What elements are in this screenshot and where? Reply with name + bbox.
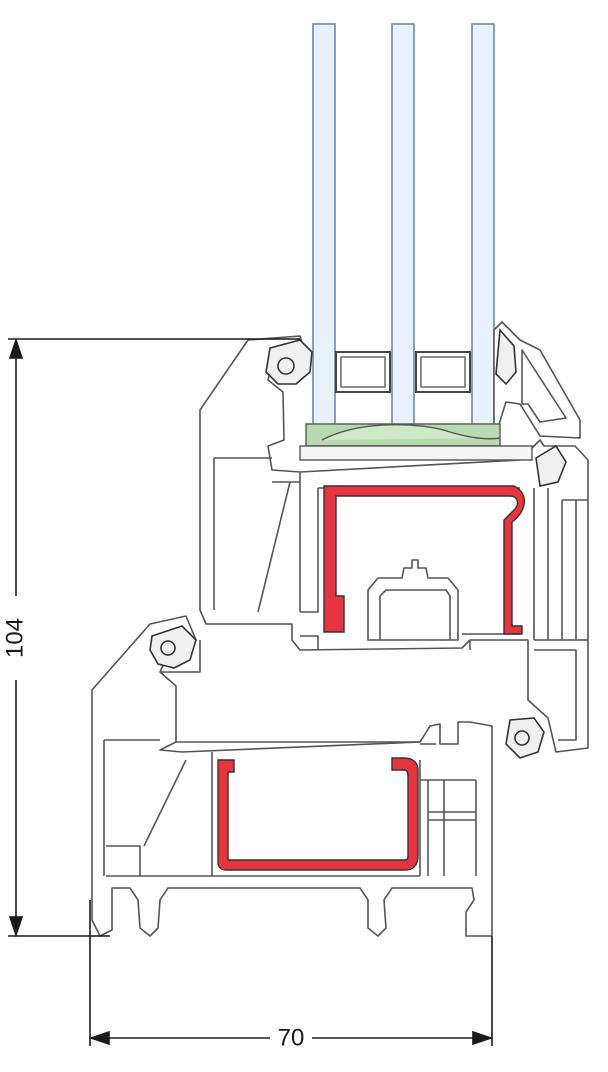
height-arrow-bottom: [8, 916, 24, 938]
width-arrow-right: [472, 1030, 494, 1046]
sash-stop-gasket: [535, 444, 567, 487]
glass-pane-inner: [471, 23, 495, 427]
glazing-seal-curve: [321, 423, 501, 441]
sash-profile: [199, 321, 589, 753]
width-arrow-left: [88, 1030, 110, 1046]
triple-glazing: [312, 23, 495, 427]
spacer-1-inner: [340, 356, 386, 388]
frame-outer-shell: [91, 615, 493, 937]
glass-pane-middle: [391, 23, 415, 427]
sash-gaskets: [265, 328, 567, 487]
frame-center-gasket-bulb: [514, 730, 530, 746]
dimension-height: [8, 337, 300, 938]
steel-reinforcement-sash: [323, 485, 525, 635]
sash-right-chambers: [533, 488, 588, 741]
height-dimension-label: 104: [1, 618, 28, 658]
frame-profile: [91, 615, 493, 937]
glass-pane-outer: [312, 23, 336, 427]
sash-center-lug-inner: [379, 589, 451, 640]
height-arrow-top: [8, 337, 24, 359]
steel-reinforcement-frame: [217, 757, 419, 871]
dimension-width: [88, 900, 494, 1046]
width-dimension-label: 70: [278, 1024, 305, 1051]
glazing-support: [299, 445, 533, 461]
inner-glazing-gasket: [495, 328, 517, 386]
frame-chamber-lines: [103, 739, 477, 877]
gasket-bulb-1: [277, 357, 295, 375]
sash-center-lug: [367, 559, 459, 641]
glazing-bead: [493, 321, 581, 441]
spacer-2-inner: [420, 356, 466, 388]
frame-sash-rebate: [160, 640, 420, 743]
glazing-bead-inner: [521, 349, 567, 423]
sash-chamber-lines: [213, 457, 520, 613]
frame-gasket-bulb: [160, 640, 176, 656]
frame-gaskets: [149, 625, 545, 759]
